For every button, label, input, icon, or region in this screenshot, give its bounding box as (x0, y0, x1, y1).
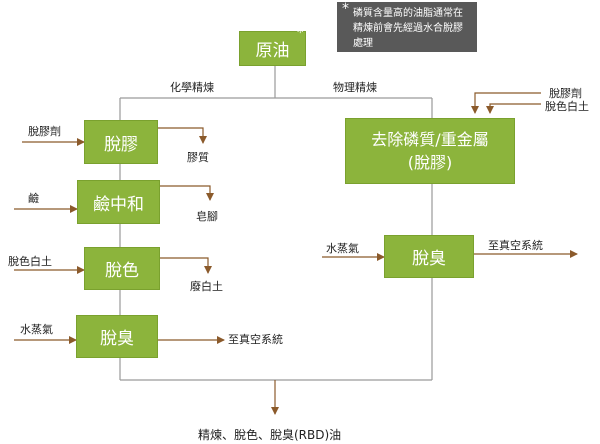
degumming-agent-label-phys: 脫膠劑 (549, 87, 582, 100)
crude-oil-box: 原油 (239, 31, 306, 66)
spent-clay-label: 廢白土 (190, 280, 223, 293)
note-box: * 磷質含量高的油脂通常在 精煉前會先經過水合脫膠 處理 (337, 2, 477, 52)
note-asterisk: * (342, 1, 349, 17)
gums-label: 膠質 (187, 151, 209, 164)
spent-clay-output-arrow (160, 257, 212, 274)
rbd-oil-label: 精煉、脫色、脫臭(RBD)油 (198, 428, 342, 442)
phosphorus-removal-sublabel: (脫膠) (407, 153, 453, 172)
physical-refining-label: 物理精煉 (333, 81, 377, 94)
phys-input-arrow-2 (486, 103, 541, 114)
note-line-1: 磷質含量高的油脂通常在 (353, 8, 463, 19)
bleaching-clay-label-phys: 脫色白土 (545, 100, 589, 113)
note-text: 磷質含量高的油脂通常在 精煉前會先經過水合脫膠 處理 (353, 6, 463, 51)
neutralization-box: 鹼中和 (77, 180, 160, 224)
deodorization-label-chem: 脫臭 (100, 329, 134, 349)
deodorization-box-phys: 脫臭 (384, 235, 474, 278)
phosphorus-removal-label: 去除磷質/重金屬 (371, 130, 489, 149)
bleaching-label: 脫色 (105, 261, 139, 281)
vacuum-system-label-phys: 至真空系統 (488, 239, 543, 252)
phosphorus-removal-box: 去除磷質/重金屬 (脫膠) (345, 118, 515, 184)
vacuum-system-label-chem: 至真空系統 (228, 333, 283, 346)
neutralization-label: 鹼中和 (93, 194, 144, 215)
bleaching-clay-label-chem: 脫色白土 (8, 255, 52, 268)
phys-input-arrow-1 (471, 92, 541, 114)
alkali-label: 鹼 (28, 192, 39, 205)
degumming-label: 脫膠 (104, 134, 138, 155)
soap-output-arrow (160, 185, 214, 201)
degumming-box: 脫膠 (84, 120, 158, 164)
note-line-2: 精煉前會先經過水合脫膠 (353, 23, 463, 34)
soapstock-label: 皂腳 (196, 210, 218, 223)
bleaching-box: 脫色 (84, 247, 160, 290)
steam-label-chem: 水蒸氣 (20, 323, 53, 336)
deodorization-box-chem: 脫臭 (76, 315, 158, 358)
degum-output-arrow (158, 127, 207, 144)
deodorization-label-phys: 脫臭 (412, 249, 446, 269)
chemical-refining-label: 化學精煉 (170, 81, 214, 94)
crude-oil-label: 原油 (255, 41, 290, 61)
degumming-agent-label-chem: 脫膠劑 (28, 125, 61, 138)
note-line-3: 處理 (353, 38, 373, 49)
steam-label-phys: 水蒸氣 (326, 242, 359, 255)
crude-oil-asterisk: * (297, 26, 304, 41)
